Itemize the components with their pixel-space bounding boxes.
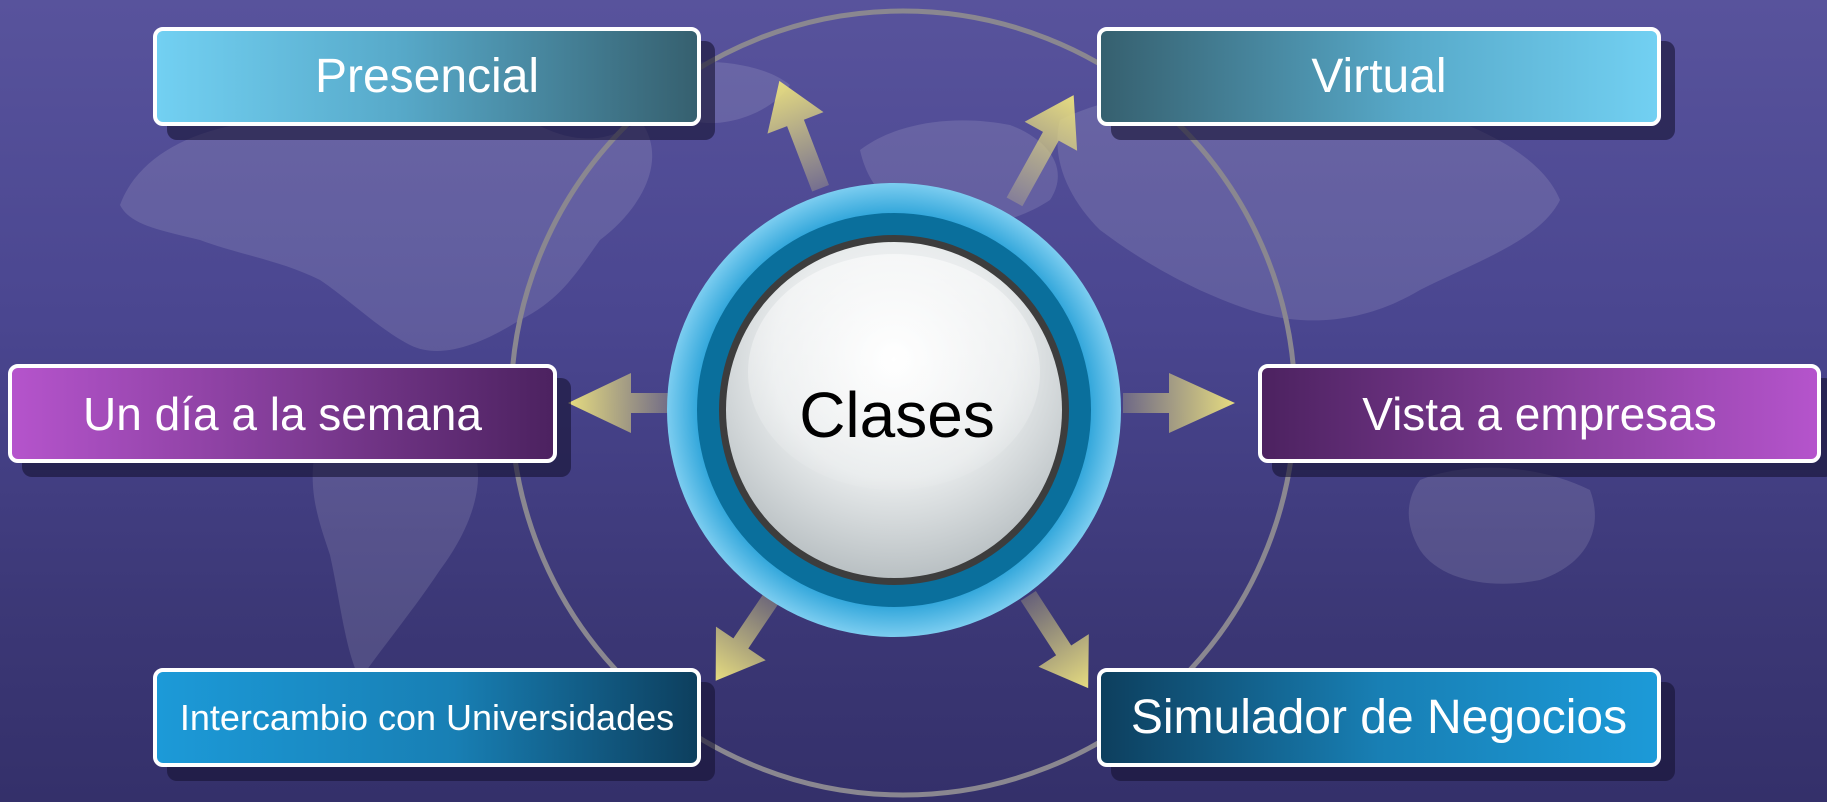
arrow-up-left: [767, 80, 829, 192]
continent-north-america: [120, 115, 653, 351]
continent-south-america: [312, 404, 479, 680]
node-simulador-label: Simulador de Negocios: [1130, 691, 1628, 744]
node-simulador-negocios[interactable]: Simulador de Negocios: [1097, 668, 1661, 767]
continent-australia: [1408, 467, 1595, 584]
node-vista-a-empresas[interactable]: Vista a empresas: [1258, 364, 1821, 463]
node-un-dia-label: Un día a la semana: [83, 387, 482, 440]
arrow-left: [568, 373, 673, 433]
node-virtual-label: Virtual: [1311, 50, 1447, 103]
arrow-right: [1123, 373, 1235, 433]
node-un-dia-a-la-semana[interactable]: Un día a la semana: [8, 364, 557, 463]
node-vista-label: Vista a empresas: [1362, 387, 1717, 440]
continent-asia: [1057, 88, 1560, 321]
center-button: [667, 183, 1121, 637]
node-presencial-label: Presencial: [314, 50, 540, 103]
node-virtual[interactable]: Virtual: [1097, 27, 1661, 126]
arrow-up-right: [1006, 95, 1078, 207]
node-presencial[interactable]: Presencial: [153, 27, 701, 126]
arrow-down-left: [715, 588, 782, 681]
node-intercambio-label: Intercambio con Universidades: [179, 696, 675, 738]
center-label: Clases: [799, 379, 995, 451]
node-intercambio-universidades[interactable]: Intercambio con Universidades: [153, 668, 701, 767]
arrow-down-right: [1020, 590, 1089, 689]
